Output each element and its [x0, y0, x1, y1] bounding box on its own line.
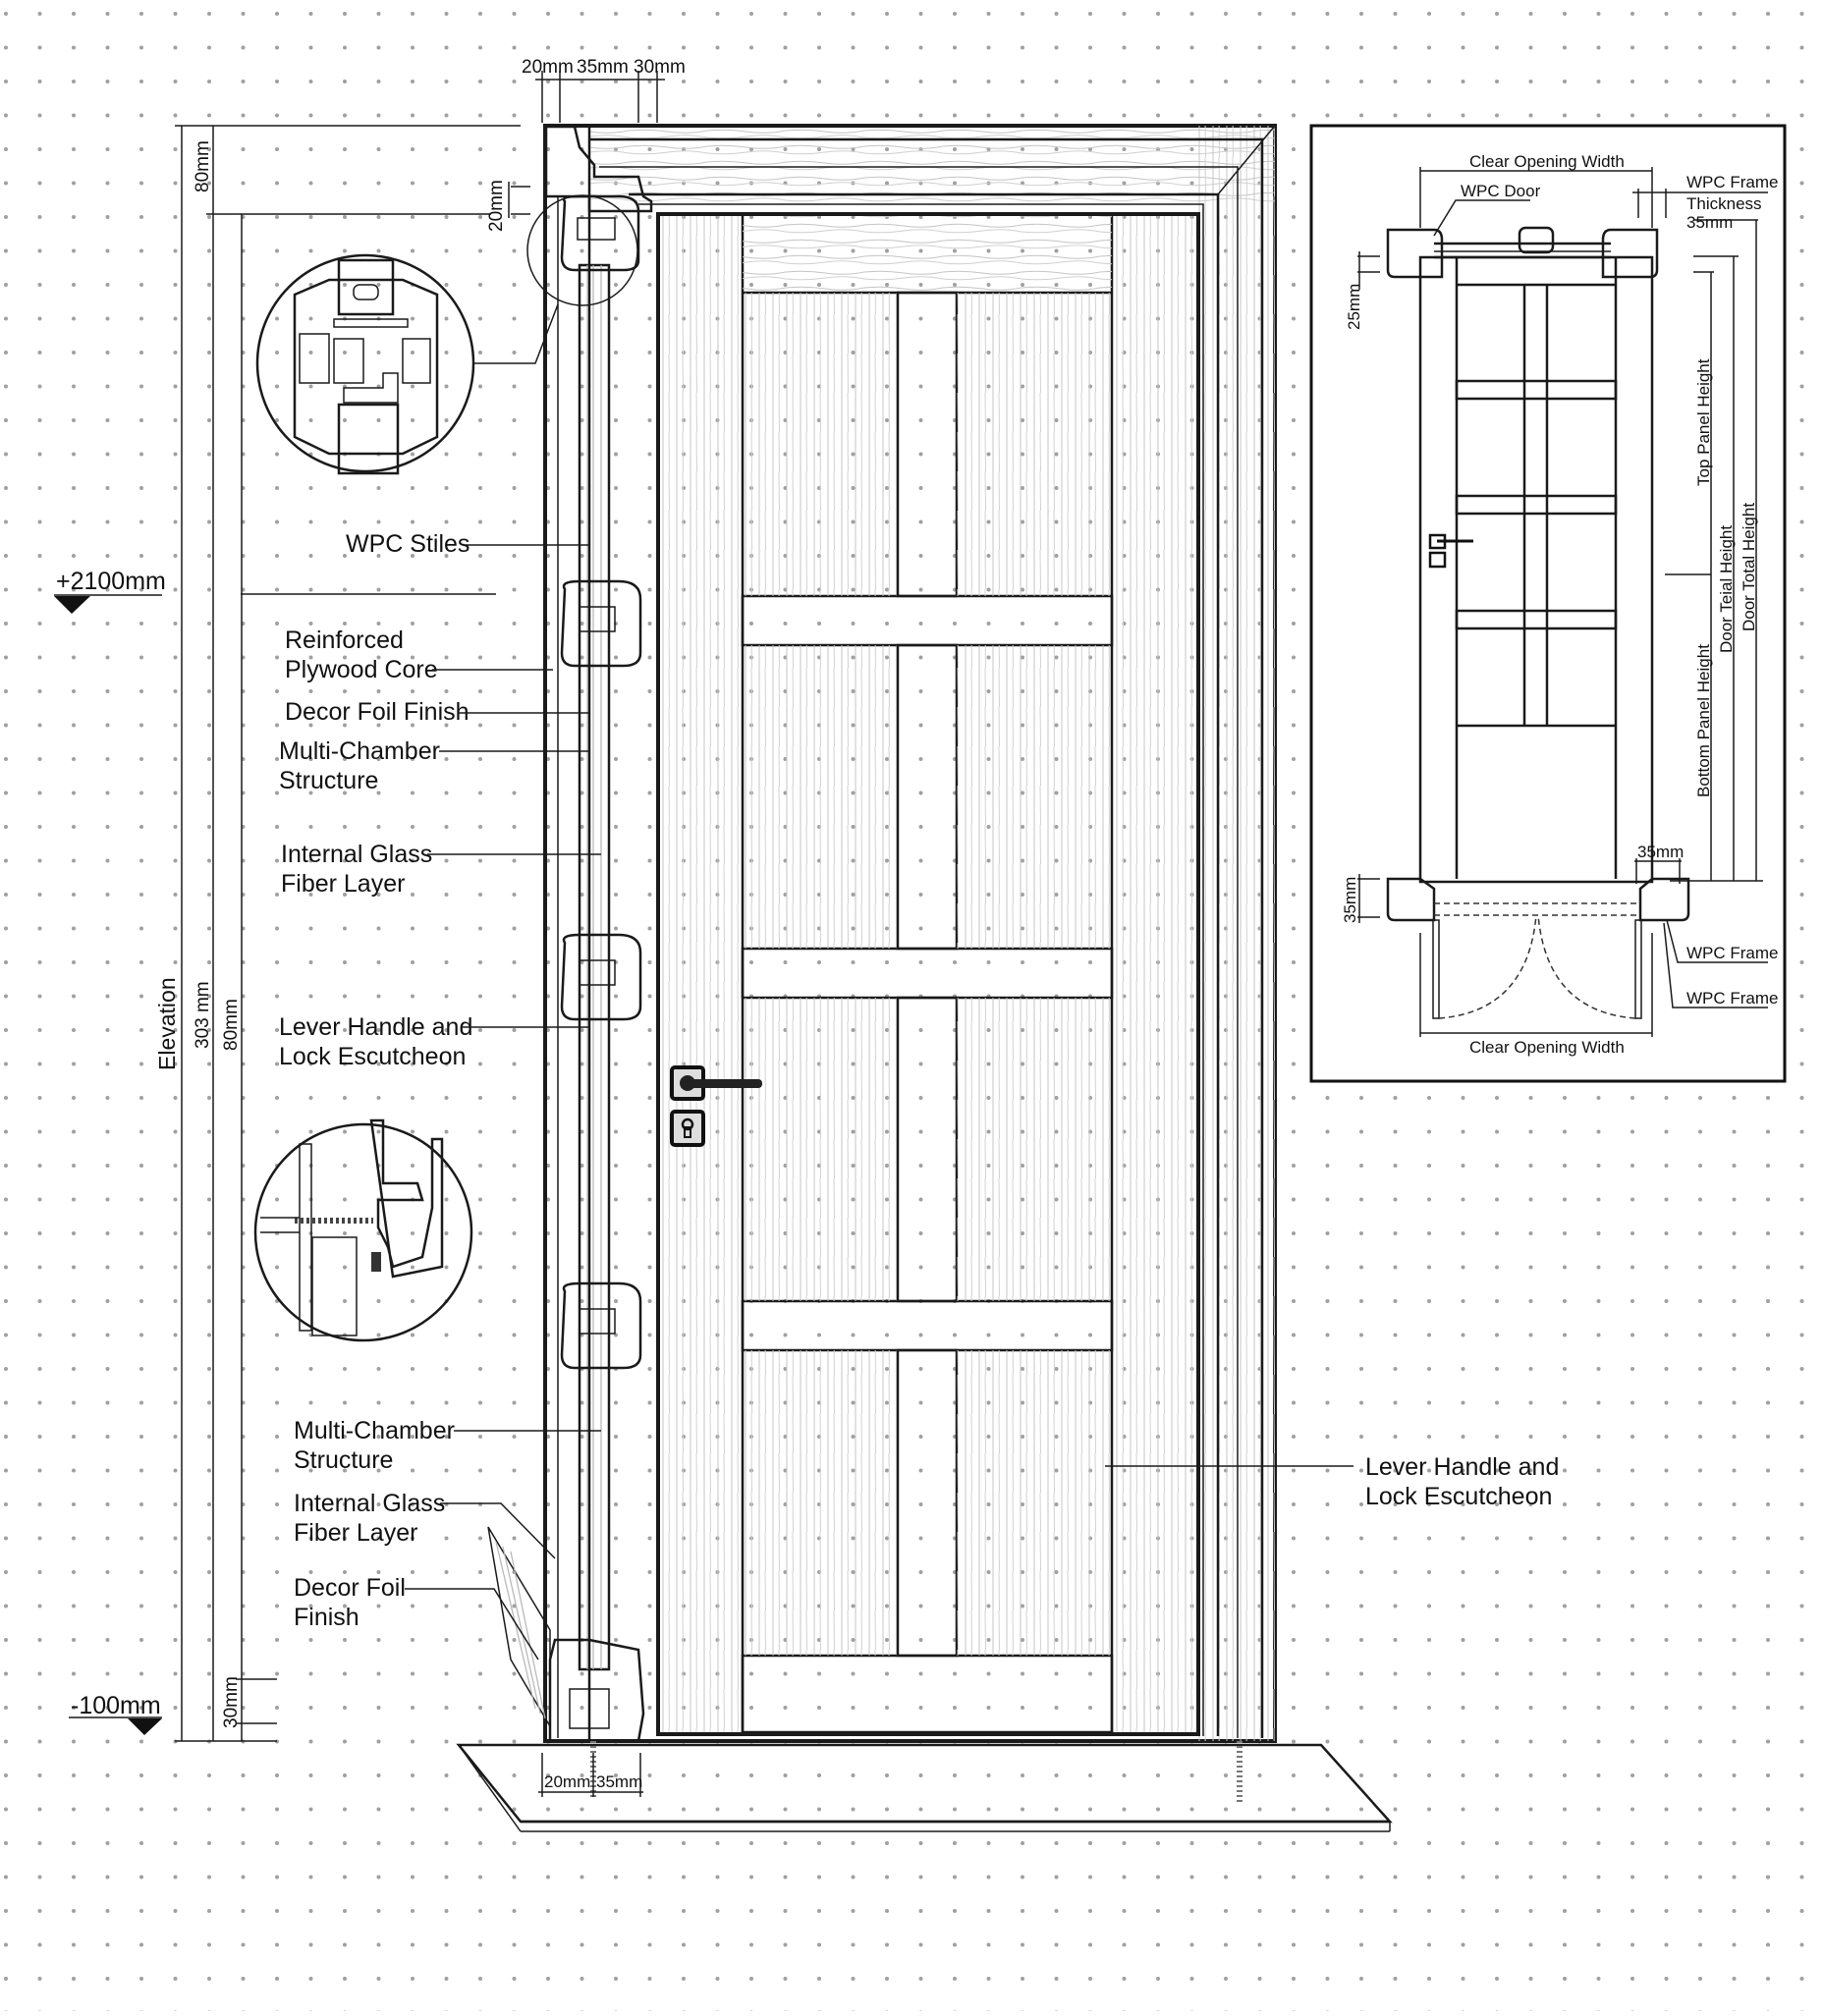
inset-frame-thickness-line3: 35mm: [1686, 213, 1733, 232]
callout-decor-foil: Decor Foil Finish: [285, 698, 470, 726]
section-detail-threshold: [253, 1118, 473, 1342]
level-triangle-icon: [54, 596, 90, 614]
door-leaf: [656, 212, 1200, 1736]
callout-glass-fiber2-line1: Internal Glass: [294, 1490, 445, 1517]
inset-dim-35mm-right: 35mm: [1637, 843, 1684, 861]
inset-top-panel-height: Top Panel Height: [1694, 358, 1713, 486]
callout-right: Lever Handle and Lock Escutcheon: [1105, 1453, 1559, 1510]
floor-slab: [456, 1743, 1393, 1832]
dim-head-80mm: 80mm: [193, 140, 213, 192]
level-bottom-label: -100mm: [71, 1692, 161, 1719]
level-marker-top: +2100mm: [54, 568, 166, 614]
inset-frame-thickness-line1: WPC Frame: [1686, 173, 1779, 191]
detail-callout-circle-head: [526, 194, 638, 306]
profile-connector-3: [560, 933, 642, 1021]
callout-decor-foil2-line1: Decor Foil: [294, 1574, 406, 1602]
dim-top-20mm: 20mm: [522, 57, 574, 78]
inset-wpc-door-label: WPC Door: [1461, 182, 1541, 200]
door-panels: [743, 291, 1112, 1658]
callout-multichamber2-line1: Multi-Chamber: [294, 1417, 455, 1444]
main-elevation: WPC Stiles Reinforced Plywood Core Decor…: [54, 57, 1559, 1832]
level-triangle-icon: [128, 1718, 162, 1735]
dim-top-30mm: 30mm: [634, 57, 686, 78]
top-dimensions: 20mm 35mm 30mm: [522, 57, 686, 123]
callout-lever-handle-line2: Lock Escutcheon: [279, 1043, 466, 1070]
dim-overall-303mm: 303 mm: [193, 981, 213, 1049]
callout-multichamber-line2: Structure: [279, 767, 378, 794]
dim-head-20mm: 20mm: [486, 180, 507, 232]
dim-bottom-20mm: 20mm: [544, 1772, 590, 1791]
inset-wpc-frame-1: WPC Frame: [1686, 944, 1779, 962]
skirting-board: [487, 1526, 551, 1729]
section-detail-head: [255, 253, 559, 475]
inset-bottom-panel-height: Bottom Panel Height: [1694, 644, 1713, 797]
dim-bottom-30mm: 30mm: [221, 1676, 242, 1728]
lever-handle-icon: [670, 1065, 762, 1101]
callout-reinforced-line2: Plywood Core: [285, 656, 438, 683]
inset-sill-section: [1386, 877, 1690, 1019]
inset-clear-opening-top: Clear Opening Width: [1469, 152, 1625, 171]
callout-glass-fiber-line1: Internal Glass: [281, 841, 432, 868]
callout-right-line2: Lock Escutcheon: [1365, 1483, 1552, 1510]
dim-inner-80mm: 80mm: [221, 999, 242, 1051]
callout-decor-foil2-line2: Finish: [294, 1604, 359, 1631]
callout-multichamber-line1: Multi-Chamber: [279, 737, 440, 765]
inset-frame-thickness-line2: Thickness: [1686, 194, 1762, 213]
frame-section-profile: [487, 124, 1243, 1802]
inset-door-total-height: Door Total Height: [1740, 503, 1758, 631]
inset-dimensions: Clear Opening Width WPC Door WPC Frame T…: [1341, 152, 1779, 1057]
inset-plan-view: Clear Opening Width WPC Door WPC Frame T…: [1309, 124, 1787, 1083]
door-frame: [543, 124, 1277, 1743]
inset-wpc-frame-2: WPC Frame: [1686, 989, 1779, 1008]
inset-handle-icon: [1428, 533, 1473, 569]
callout-multichamber2-line2: Structure: [294, 1446, 393, 1474]
profile-connector-2: [560, 579, 642, 668]
inset-dim-35mm-left: 35mm: [1341, 877, 1359, 923]
dim-bottom-35mm: 35mm: [596, 1772, 642, 1791]
elevation-label: Elevation: [154, 977, 180, 1070]
left-dimensions: 80mm 20mm Elevation 303 mm 80mm 30mm: [154, 125, 530, 1742]
callout-glass-fiber2-line2: Fiber Layer: [294, 1519, 417, 1547]
callouts-left: WPC Stiles Reinforced Plywood Core Decor…: [279, 530, 601, 1661]
inset-door-teial-height: Door Teial Height: [1717, 525, 1736, 653]
level-top-label: +2100mm: [56, 568, 166, 595]
callout-wpc-stiles: WPC Stiles: [346, 530, 470, 558]
callout-reinforced-line1: Reinforced: [285, 627, 404, 654]
callout-glass-fiber-line2: Fiber Layer: [281, 870, 405, 898]
bottom-dimensions: 20mm 35mm: [538, 1753, 643, 1797]
callout-right-line1: Lever Handle and: [1365, 1453, 1559, 1481]
lock-escutcheon-icon: [670, 1110, 705, 1147]
level-marker-bottom: -100mm: [69, 1692, 162, 1735]
inset-door-leaf: [1418, 255, 1654, 884]
dim-top-35mm: 35mm: [577, 57, 629, 78]
profile-connector-4: [560, 1281, 642, 1370]
inset-dim-25mm: 25mm: [1345, 284, 1363, 330]
callout-lever-handle-line1: Lever Handle and: [279, 1013, 472, 1041]
inset-clear-opening-bottom: Clear Opening Width: [1469, 1038, 1625, 1057]
